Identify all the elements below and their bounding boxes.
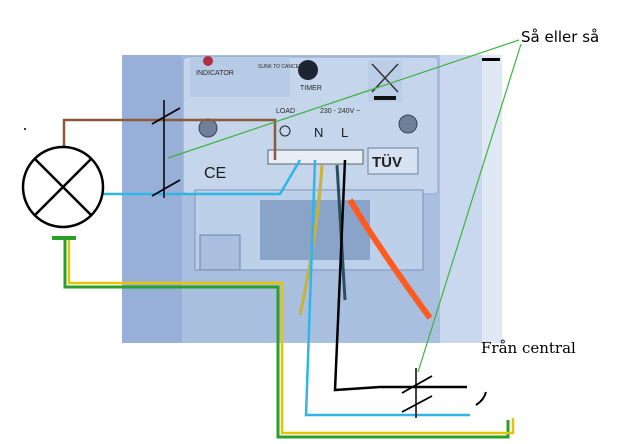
annotation-from-central: Från central	[481, 339, 576, 357]
wall-edge	[482, 55, 502, 343]
timer-label: TIMER	[300, 85, 322, 92]
screw-right	[398, 114, 418, 134]
wall-trim-left	[122, 55, 182, 343]
black-wire	[333, 159, 467, 392]
screw-left	[198, 118, 218, 138]
brown-wire	[62, 118, 277, 160]
cable-slash-bottom-b	[401, 395, 433, 413]
cable-slash-bottom-a	[401, 375, 433, 394]
mounting-box-notch	[199, 234, 241, 271]
indicator-label: INDICATOR	[196, 70, 234, 77]
tuv-label: TÜV	[372, 154, 402, 171]
earth-wire-yellow	[67, 240, 515, 435]
ce-mark: CE	[204, 165, 226, 182]
load-label: LOAD	[276, 108, 295, 115]
wall-mark	[482, 58, 500, 61]
lamp-symbol	[21, 145, 105, 229]
stray-dot	[24, 128, 26, 130]
load-symbol	[279, 125, 291, 137]
blue-wire-lamp	[101, 159, 302, 196]
timer-hint: SUNK TO CANCEL	[258, 64, 302, 70]
black-wire-end	[475, 391, 487, 406]
line-label: L	[341, 125, 348, 140]
leader-line-top	[167, 39, 520, 159]
indicator-led	[203, 56, 213, 66]
orange-wire	[347, 198, 433, 320]
neutral-label: N	[314, 125, 323, 140]
leader-line-bottom	[417, 43, 522, 373]
cable-slash-top	[151, 107, 181, 125]
earth-terminal	[52, 236, 76, 240]
rating-label: 230 - 240V ~	[320, 108, 360, 115]
annotation-either-way: Så eller så	[521, 28, 600, 46]
cable-slash-bottom	[151, 179, 181, 197]
timer-knob	[298, 60, 318, 80]
weee-bar	[374, 96, 396, 100]
tuv-badge	[367, 147, 419, 175]
yellow-green-photo-wire	[298, 164, 324, 316]
